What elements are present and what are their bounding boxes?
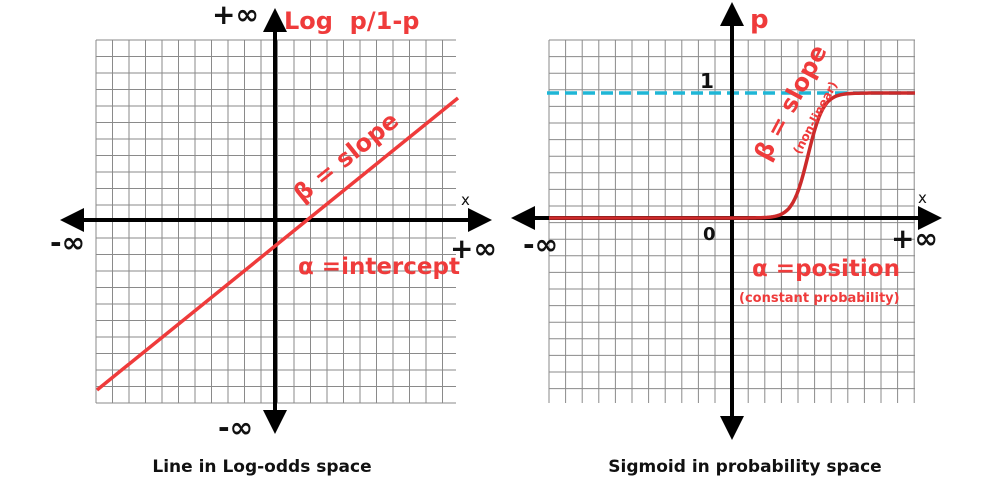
left-caption: Line in Log-odds space — [152, 457, 371, 477]
position-label: α =position — [752, 256, 900, 282]
left-x-label: x — [461, 191, 470, 209]
left-y-axis-label: Log p/1-p — [284, 7, 419, 35]
log-odds-line — [95, 96, 460, 392]
left-axis-right-label: +∞ — [450, 232, 497, 265]
origin-label: 0 — [703, 224, 716, 245]
right-panel: p 1 x 0 -∞ +∞ β = slope (non-linear) α =… — [511, 1, 942, 477]
one-label: 1 — [700, 69, 714, 93]
left-axis-bottom-label: -∞ — [218, 411, 253, 444]
right-caption: Sigmoid in probability space — [608, 457, 881, 477]
right-y-axis-label: p — [750, 5, 769, 35]
right-axis-right-label: +∞ — [891, 222, 938, 255]
right-axis-left-label: -∞ — [523, 228, 558, 261]
left-axis-top-label: +∞ — [212, 0, 259, 31]
position-note: (constant probability) — [739, 291, 900, 306]
sigmoid-curve — [549, 91, 915, 220]
right-x-label: x — [918, 189, 927, 207]
left-axis-left-label: -∞ — [50, 226, 85, 259]
intercept-label: α =intercept — [298, 254, 460, 280]
left-panel: +∞ Log p/1-p x -∞ +∞ -∞ β = slope α =int… — [50, 0, 497, 477]
